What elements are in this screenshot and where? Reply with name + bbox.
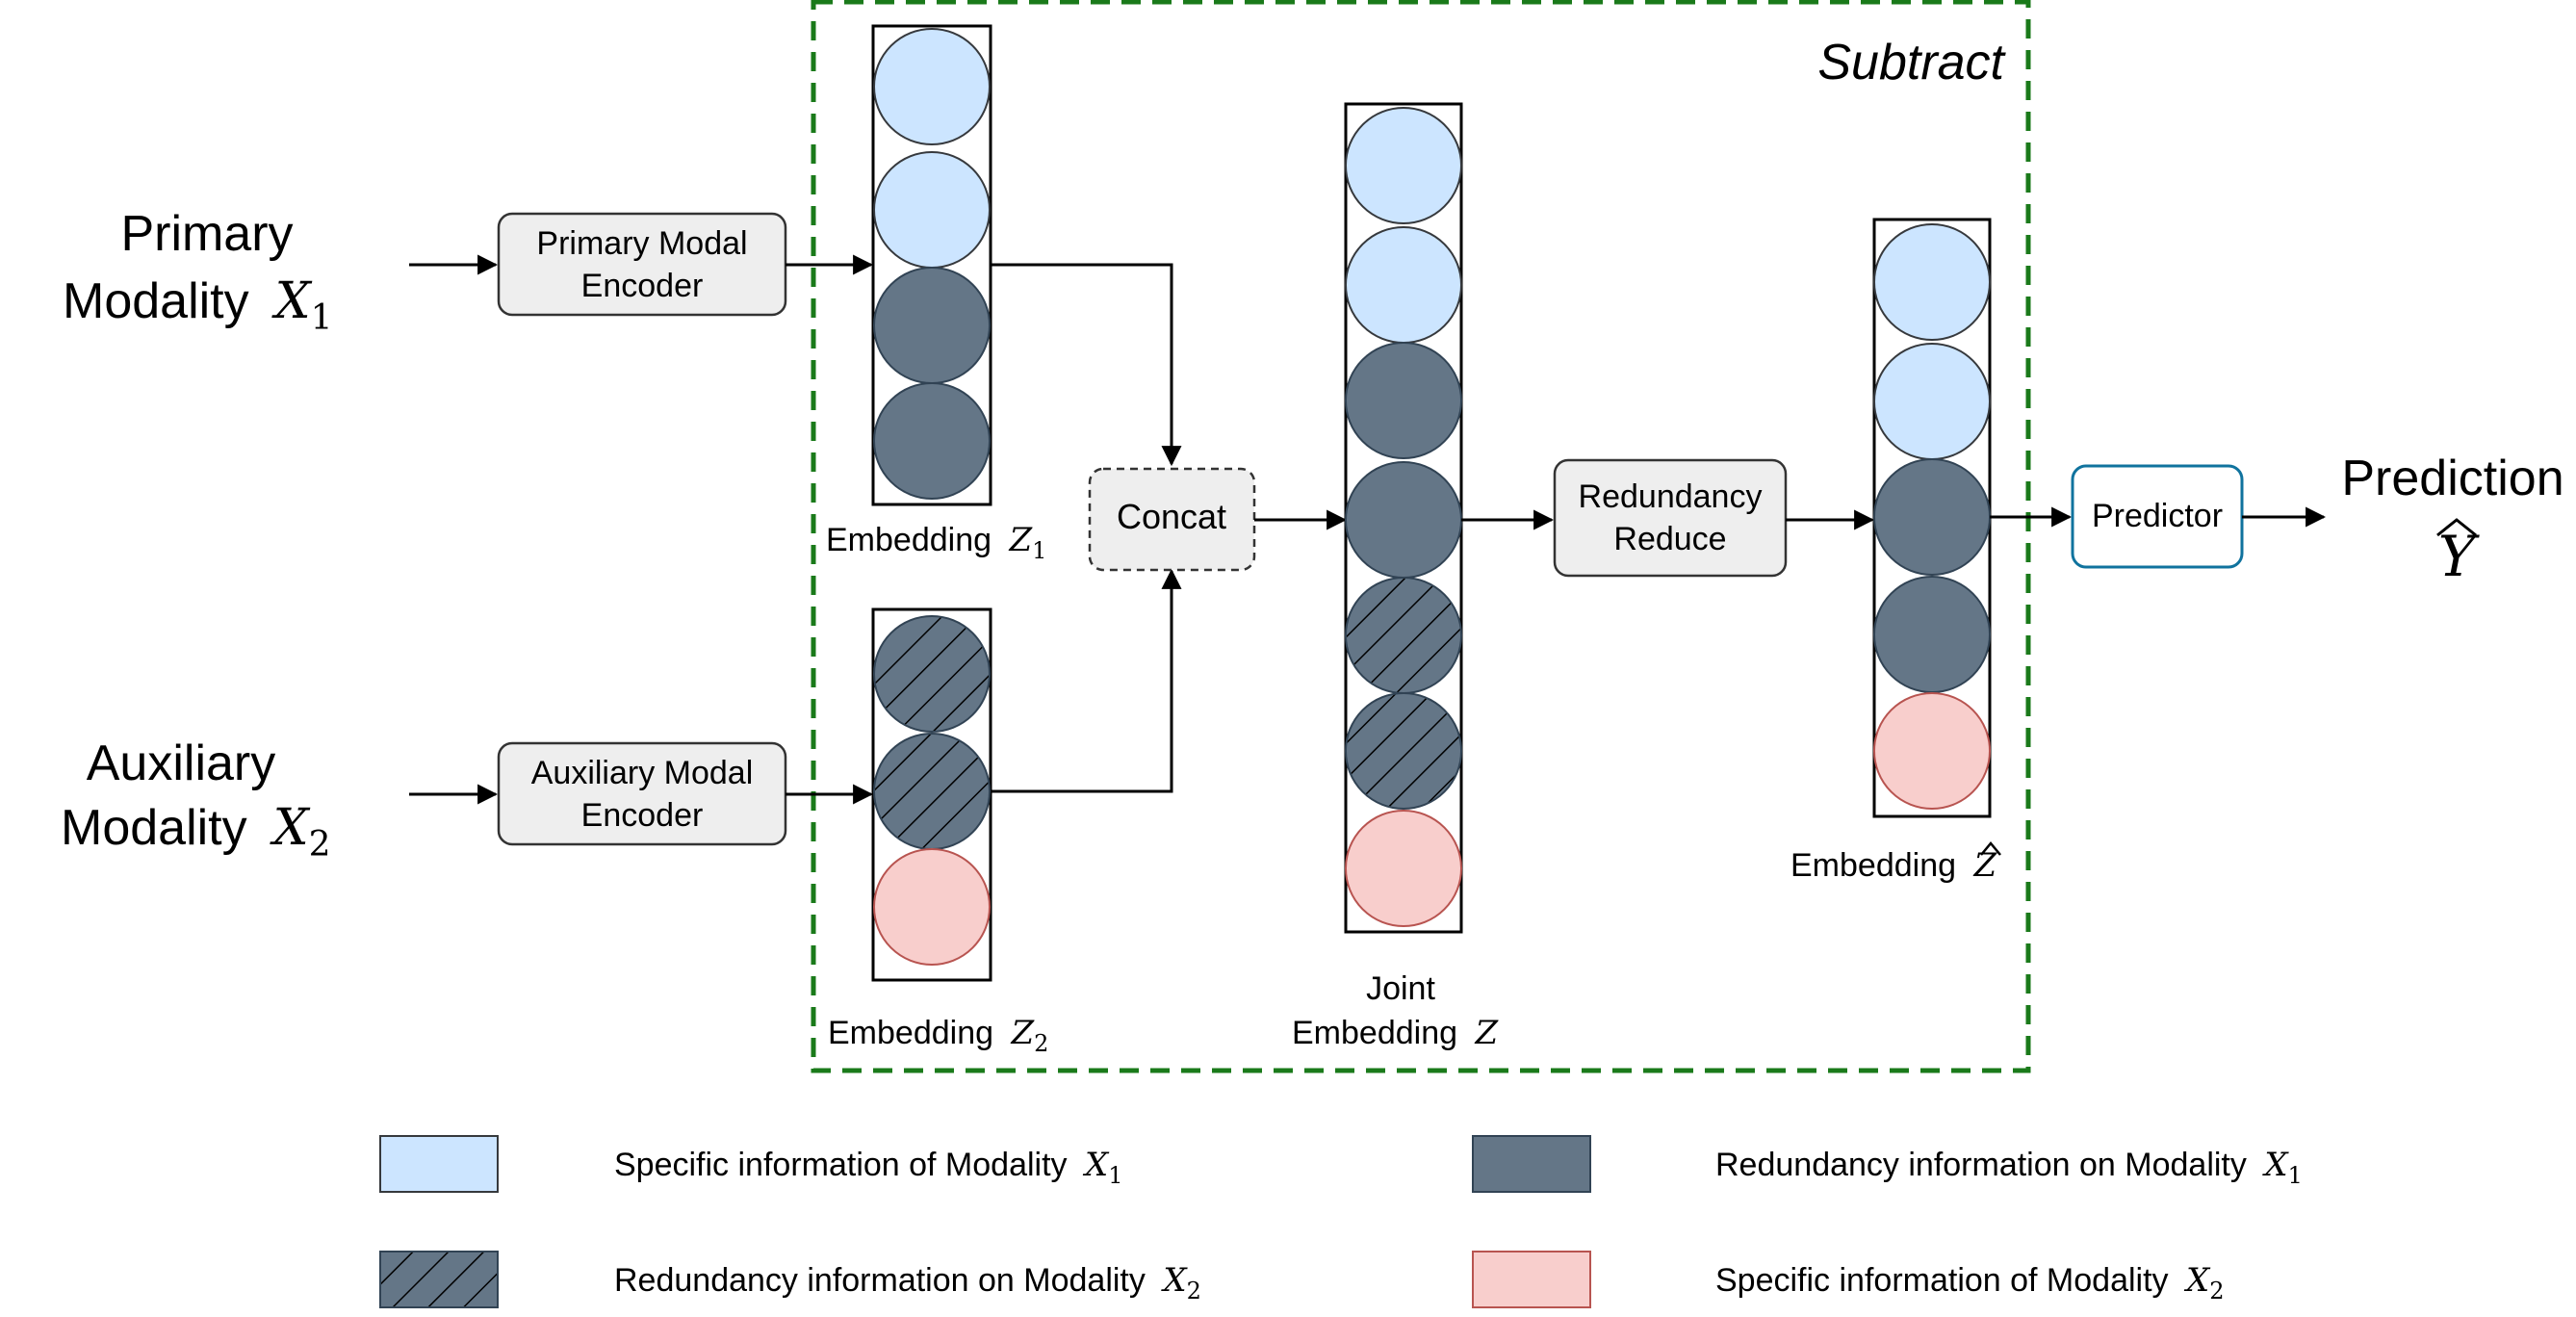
y-hat-mark bbox=[2436, 518, 2477, 537]
svg-text:Concat: Concat bbox=[1117, 497, 1226, 536]
svg-text:Primary: Primary bbox=[120, 206, 293, 262]
joint-circle-specific-x2 bbox=[1345, 810, 1462, 927]
svg-text:Redundancy: Redundancy bbox=[1579, 478, 1763, 515]
primary-encoder-box: Primary Modal Encoder bbox=[497, 212, 787, 317]
primary-modality-label: Primary Modality X1 bbox=[63, 206, 333, 338]
z1-circle-redundant-2 bbox=[873, 382, 991, 500]
embedding-z2-column bbox=[871, 607, 992, 982]
auxiliary-encoder-box: Auxiliary Modal Encoder bbox=[497, 741, 787, 846]
zhat-circle-specific-1 bbox=[1873, 223, 1991, 341]
joint-circle-specific-1 bbox=[1345, 107, 1462, 224]
svg-text:Predictor: Predictor bbox=[2092, 498, 2223, 534]
redundancy-reduce-box: Redundancy Reduce bbox=[1553, 458, 1788, 578]
joint-circle-specific-2 bbox=[1345, 226, 1462, 344]
subtract-label: Subtract bbox=[1817, 35, 2006, 90]
zhat-circle-specific-x2 bbox=[1873, 692, 1991, 810]
embedding-zhat-column bbox=[1872, 218, 1992, 818]
svg-text:Modality X2: Modality X2 bbox=[61, 799, 331, 865]
svg-text:Reduce: Reduce bbox=[1613, 521, 1726, 557]
svg-text:Auxiliary: Auxiliary bbox=[87, 736, 276, 791]
zhat-circle-specific-2 bbox=[1873, 343, 1991, 460]
svg-text:Modality X1: Modality X1 bbox=[63, 272, 333, 338]
concat-box: Concat bbox=[1088, 467, 1256, 572]
z2-circle-hatched-1 bbox=[873, 615, 991, 733]
embedding-zhat-label: Embedding Z bbox=[1790, 846, 1998, 885]
legend-item-redundancy-x1: Redundancy information on Modality X1 bbox=[1472, 1135, 2303, 1193]
svg-text:Prediction: Prediction bbox=[2341, 451, 2563, 506]
legend: Specific information of Modality X1 Redu… bbox=[379, 1135, 2303, 1308]
prediction-output-label: Prediction Y bbox=[2341, 451, 2563, 589]
joint-circle-hatched-1 bbox=[1345, 577, 1462, 694]
svg-text:Encoder: Encoder bbox=[581, 268, 704, 304]
joint-embedding-column bbox=[1344, 102, 1463, 934]
zhat-hat-mark bbox=[1980, 841, 2001, 856]
z1-circle-redundant-1 bbox=[873, 267, 991, 384]
joint-circle-redundant-2 bbox=[1345, 461, 1462, 579]
embedding-z1-column bbox=[871, 24, 992, 506]
z2-to-concat-arrow bbox=[991, 568, 1182, 793]
svg-text:Specific information of Modali: Specific information of Modality X2 bbox=[1715, 1261, 2225, 1304]
svg-text:Redundancy information on Moda: Redundancy information on Modality X1 bbox=[1715, 1146, 2303, 1189]
joint-circle-hatched-2 bbox=[1345, 692, 1462, 810]
legend-item-specific-x1: Specific information of Modality X1 bbox=[379, 1135, 1123, 1193]
joint-circle-redundant-1 bbox=[1345, 342, 1462, 459]
legend-item-redundancy-x2: Redundancy information on Modality X2 bbox=[379, 1251, 1201, 1308]
zhat-circle-redundant-2 bbox=[1873, 576, 1991, 693]
svg-text:Specific information of Modali: Specific information of Modality X1 bbox=[614, 1146, 1123, 1189]
svg-text:Encoder: Encoder bbox=[581, 797, 704, 834]
svg-text:Redundancy information on Moda: Redundancy information on Modality X2 bbox=[614, 1261, 1201, 1304]
svg-text:Auxiliary Modal: Auxiliary Modal bbox=[531, 755, 754, 791]
z1-circle-specific-1 bbox=[873, 28, 991, 145]
svg-text:Embedding Z: Embedding Z bbox=[1292, 1014, 1500, 1052]
predictor-box: Predictor bbox=[2071, 464, 2244, 569]
z1-to-concat-arrow bbox=[991, 263, 1182, 467]
z2-circle-hatched-2 bbox=[873, 733, 991, 850]
embedding-z1-label: Embedding Z1 bbox=[826, 521, 1046, 564]
svg-text:Y: Y bbox=[2438, 524, 2480, 589]
joint-embedding-label: Joint Embedding Z bbox=[1292, 970, 1500, 1052]
zhat-circle-redundant-1 bbox=[1873, 458, 1991, 576]
embedding-z2-label: Embedding Z2 bbox=[828, 1014, 1048, 1057]
z1-circle-specific-2 bbox=[873, 151, 991, 269]
svg-text:Primary Modal: Primary Modal bbox=[536, 225, 747, 262]
legend-item-specific-x2: Specific information of Modality X2 bbox=[1472, 1251, 2225, 1308]
auxiliary-modality-label: Auxiliary Modality X2 bbox=[61, 736, 331, 865]
svg-text:Joint: Joint bbox=[1366, 970, 1435, 1007]
z2-circle-specific bbox=[873, 848, 991, 966]
